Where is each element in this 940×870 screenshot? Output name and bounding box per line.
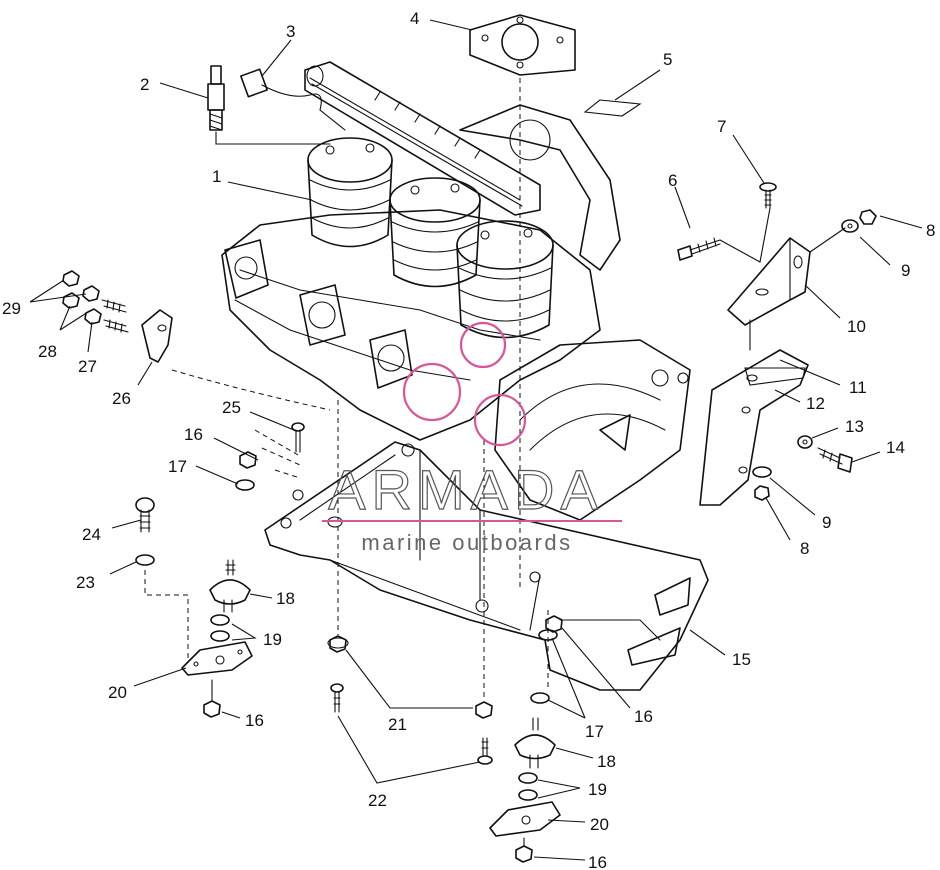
- logo-ring-top: [459, 321, 507, 369]
- callout-25: 25: [222, 398, 241, 417]
- callout-7: 7: [717, 117, 726, 136]
- callout-29: 29: [2, 299, 21, 318]
- callout-8-upper: 8: [926, 221, 935, 240]
- center-hardware: [327, 400, 493, 765]
- right-bracket-hardware: [677, 182, 877, 506]
- spark-plug: [207, 65, 331, 145]
- callout-4: 4: [410, 9, 419, 28]
- callout-16-center-right: 16: [634, 707, 653, 726]
- callout-17-left: 17: [168, 457, 187, 476]
- callout-20-right: 20: [590, 815, 609, 834]
- callout-labels: 1 2 3 4 5 6 7 8 9 10 11 12 13 14 9 8 15 …: [2, 9, 935, 870]
- callout-1: 1: [212, 167, 221, 186]
- callout-9-upper: 9: [901, 261, 910, 280]
- callout-16-bottom-right: 16: [588, 853, 607, 870]
- callout-21: 21: [388, 715, 407, 734]
- callout-19-left: 19: [263, 630, 282, 649]
- callout-17-right: 17: [585, 722, 604, 741]
- watermark-brand: ARMADA: [328, 458, 604, 521]
- callout-8-lower: 8: [800, 539, 809, 558]
- callout-15: 15: [732, 650, 751, 669]
- right-mount-stack: [489, 615, 563, 863]
- decal: [583, 99, 642, 117]
- left-bracket-hardware: [62, 270, 331, 411]
- callout-12: 12: [806, 394, 825, 413]
- callout-2: 2: [140, 75, 149, 94]
- watermark-divider: [322, 520, 622, 522]
- logo-ring-right: [473, 393, 527, 447]
- leader-lines: [29, 19, 923, 861]
- callout-23: 23: [76, 573, 95, 592]
- callout-3: 3: [286, 22, 295, 41]
- sensor: [240, 68, 346, 131]
- engine-assembly: [221, 104, 691, 521]
- watermark-tagline: marine outboards: [361, 530, 572, 555]
- callout-27: 27: [78, 357, 97, 376]
- callout-18-left: 18: [276, 589, 295, 608]
- callout-20-left: 20: [108, 683, 127, 702]
- watermark: ARMADA marine outboards: [322, 321, 622, 555]
- callout-22: 22: [368, 791, 387, 810]
- callout-24: 24: [82, 525, 101, 544]
- callout-5: 5: [663, 50, 672, 69]
- engine-bed: [264, 441, 709, 691]
- callout-14: 14: [886, 438, 905, 457]
- left-mount-stack: [135, 422, 305, 718]
- callout-16-lower-left: 16: [245, 711, 264, 730]
- logo-ring-left: [402, 362, 462, 422]
- fuel-rail: [304, 61, 541, 216]
- callout-19-right: 19: [588, 780, 607, 799]
- callout-26: 26: [112, 389, 131, 408]
- callout-11: 11: [849, 378, 867, 397]
- callout-10: 10: [847, 317, 866, 336]
- callout-18-right: 18: [597, 752, 616, 771]
- callout-9-lower: 9: [822, 513, 831, 532]
- callout-28: 28: [38, 342, 57, 361]
- callout-16-upper-left: 16: [184, 425, 203, 444]
- brand-logo: [402, 321, 527, 447]
- gasket: [469, 14, 576, 590]
- callout-6: 6: [668, 171, 677, 190]
- callout-13: 13: [845, 417, 864, 436]
